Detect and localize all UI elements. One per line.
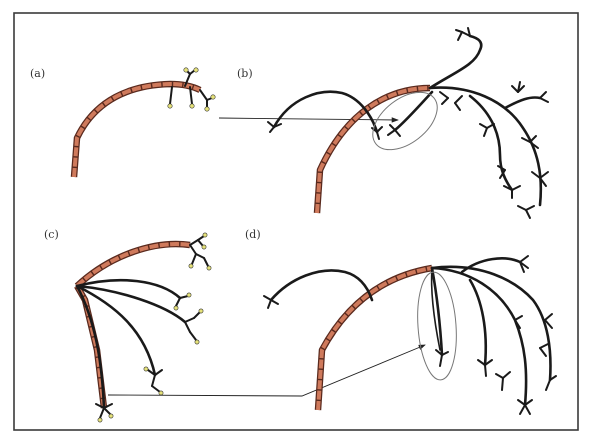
- right-branch-b: [503, 96, 542, 110]
- inner-branch-b: [393, 90, 434, 132]
- inner-arc-d: [468, 278, 488, 367]
- main-arc-d: [430, 266, 528, 407]
- twigs-c: [95, 235, 209, 419]
- mid-branch-b: [468, 94, 514, 192]
- outer-arc-d: [430, 265, 552, 382]
- panel-d: [263, 255, 557, 415]
- tip-cluster-a: [169, 69, 213, 108]
- panel-label-d: (d): [245, 228, 261, 241]
- shoot-c-5: [75, 284, 106, 410]
- stem-d-fill: [316, 266, 433, 411]
- side-arc-b: [272, 90, 379, 134]
- stem-a-outline: [70, 80, 202, 178]
- hanging-branch-d: [430, 266, 444, 357]
- top-branch-d: [460, 257, 522, 274]
- stem-b-fill: [315, 86, 431, 214]
- arrow-c-to-d: [107, 344, 426, 397]
- stem-b-outline: [313, 84, 431, 214]
- buds-a: [167, 67, 216, 112]
- side-arc-d: [269, 269, 374, 302]
- panel-label-b: (b): [237, 67, 253, 80]
- shoot-c-3: [75, 284, 187, 324]
- panel-c: [74, 232, 212, 423]
- panel-b: [267, 27, 549, 219]
- highlight-ellipse-d: [417, 271, 457, 381]
- main-arc-b: [428, 86, 543, 207]
- twigs-b: [267, 27, 549, 219]
- twigs-d: [263, 255, 557, 415]
- shoot-c-1-fill: [75, 242, 191, 288]
- arrow-a-to-b: [218, 117, 399, 123]
- stem-c-fill: [75, 285, 106, 409]
- shoot-c-4: [75, 284, 157, 377]
- figure-frame: [13, 12, 579, 431]
- panel-label-a: (a): [30, 67, 45, 80]
- panel-label-c: (c): [44, 228, 59, 241]
- panel-a: [70, 67, 216, 178]
- stem-a-fill: [72, 82, 201, 178]
- shoot-c-2: [75, 278, 182, 300]
- highlight-ellipse-b: [372, 91, 438, 151]
- buds-c: [97, 232, 212, 423]
- hanging-branch-d2: [430, 267, 441, 351]
- top-branch-b: [428, 34, 483, 90]
